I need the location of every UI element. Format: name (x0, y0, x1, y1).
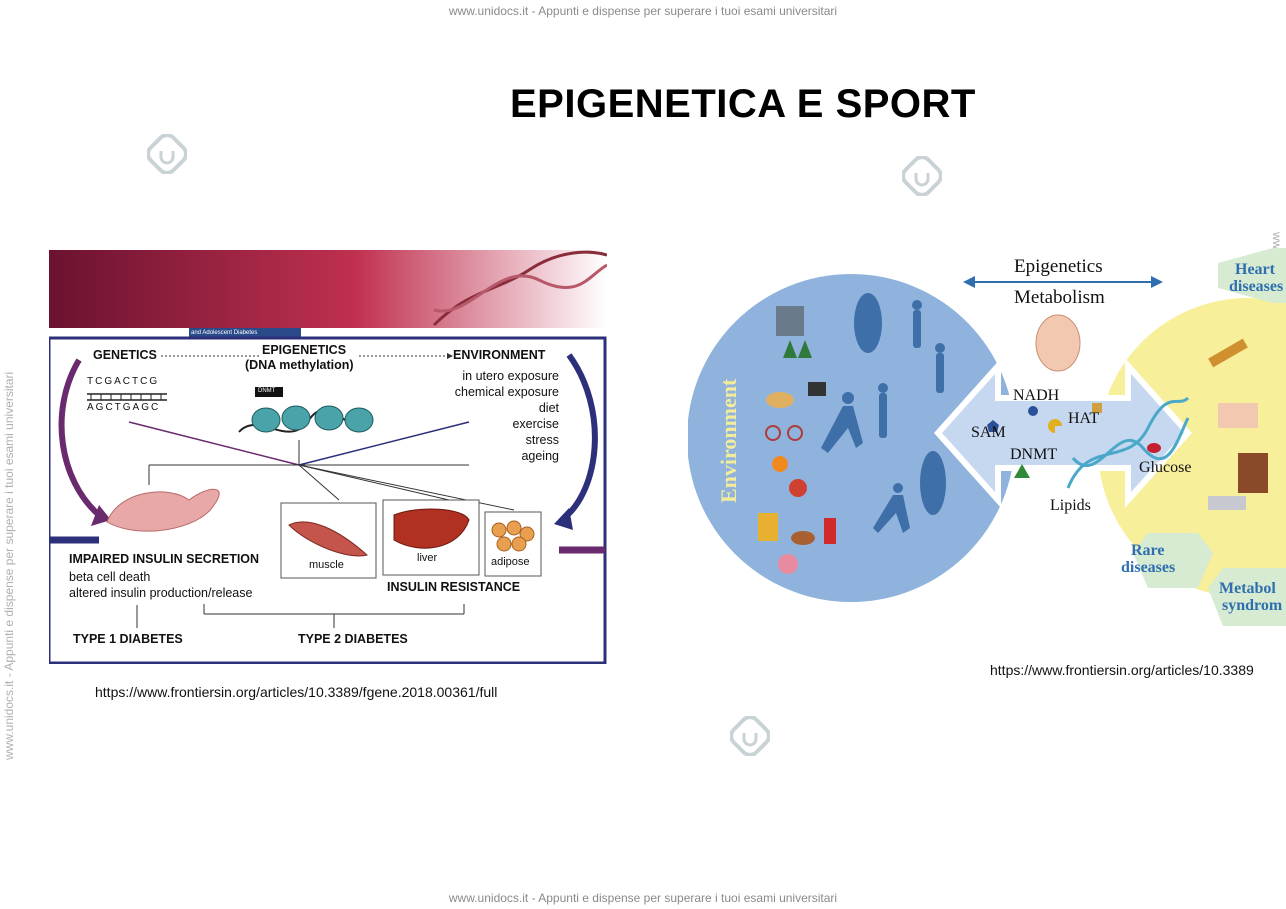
rare-diseases-label: Rare (1131, 542, 1165, 559)
type2-diabetes-label: TYPE 2 DIABETES (298, 632, 408, 646)
muscle-label: muscle (309, 559, 344, 571)
watermark-left: www.unidocs.it - Appunti e dispense per … (2, 371, 16, 760)
beta-cell-label: beta cell death (69, 570, 151, 584)
environment-list: in utero exposure chemical exposure diet… (419, 368, 559, 464)
source-url-left: https://www.frontiersin.org/articles/10.… (95, 684, 498, 700)
env-item: chemical exposure (454, 385, 559, 399)
unidocs-logo-icon (147, 134, 187, 174)
lipids-label: Lipids (1050, 497, 1091, 514)
impaired-secretion-label: IMPAIRED INSULIN SECRETION (69, 552, 260, 566)
banner-text: and Adolescent Diabetes (191, 330, 258, 336)
unidocs-logo-icon (902, 156, 942, 196)
diabetes-epigenetics-figure: and Adolescent Diabetes GENETICS EPIGENE… (49, 250, 607, 664)
metabolic-syndrome-label: Metabol (1219, 580, 1276, 597)
hat-label: HAT (1068, 410, 1100, 427)
environment-metabolism-figure: Epigenetics Metabolism Environment NADH … (688, 248, 1286, 633)
environment-label: Environment (716, 378, 741, 503)
watermark-top: www.unidocs.it - Appunti e dispense per … (448, 4, 838, 18)
genetics-label: GENETICS (93, 348, 157, 362)
env-item: ageing (521, 449, 559, 463)
env-item: stress (525, 433, 559, 447)
env-item: in utero exposure (462, 369, 559, 383)
sam-label: SAM (971, 424, 1006, 441)
insulin-resistance-label: INSULIN RESISTANCE (387, 580, 521, 594)
epigenetics-label: EPIGENETICS (262, 343, 347, 357)
env-item: exercise (512, 417, 559, 431)
environment-label: ENVIRONMENT (453, 348, 546, 362)
watermark-bottom: www.unidocs.it - Appunti e dispense per … (448, 891, 838, 905)
metabolism-label: Metabolism (1014, 287, 1105, 308)
dna-top-strand: TCGACTCG (87, 376, 160, 387)
dnmt-label: DNMT (1010, 446, 1058, 463)
type1-diabetes-label: TYPE 1 DIABETES (73, 632, 183, 646)
figure-right-graphics (688, 248, 1286, 626)
nadh-label: NADH (1013, 387, 1060, 404)
rare-diseases-label-2: diseases (1121, 559, 1176, 576)
metabolic-syndrome-label-2: syndrom (1222, 597, 1283, 614)
dna-bottom-strand: AGCTGAGC (87, 402, 161, 413)
heart-diseases-label-2: diseases (1229, 278, 1284, 295)
epigenetics-label: Epigenetics (1014, 256, 1103, 277)
dnmt-label: DNMT (258, 388, 276, 394)
altered-insulin-label: altered insulin production/release (69, 586, 253, 600)
adipose-label: adipose (491, 556, 530, 568)
source-url-right: https://www.frontiersin.org/articles/10.… (990, 662, 1254, 678)
env-item: diet (538, 401, 559, 415)
heart-diseases-label: Heart (1235, 261, 1275, 278)
unidocs-logo-icon (730, 716, 770, 756)
liver-label: liver (417, 552, 438, 564)
slide-title: EPIGENETICA E SPORT (510, 82, 976, 126)
glucose-label: Glucose (1139, 459, 1192, 476)
epigenetics-sub-label: (DNA methylation) (245, 358, 354, 372)
figure-left-graphics (49, 250, 607, 664)
